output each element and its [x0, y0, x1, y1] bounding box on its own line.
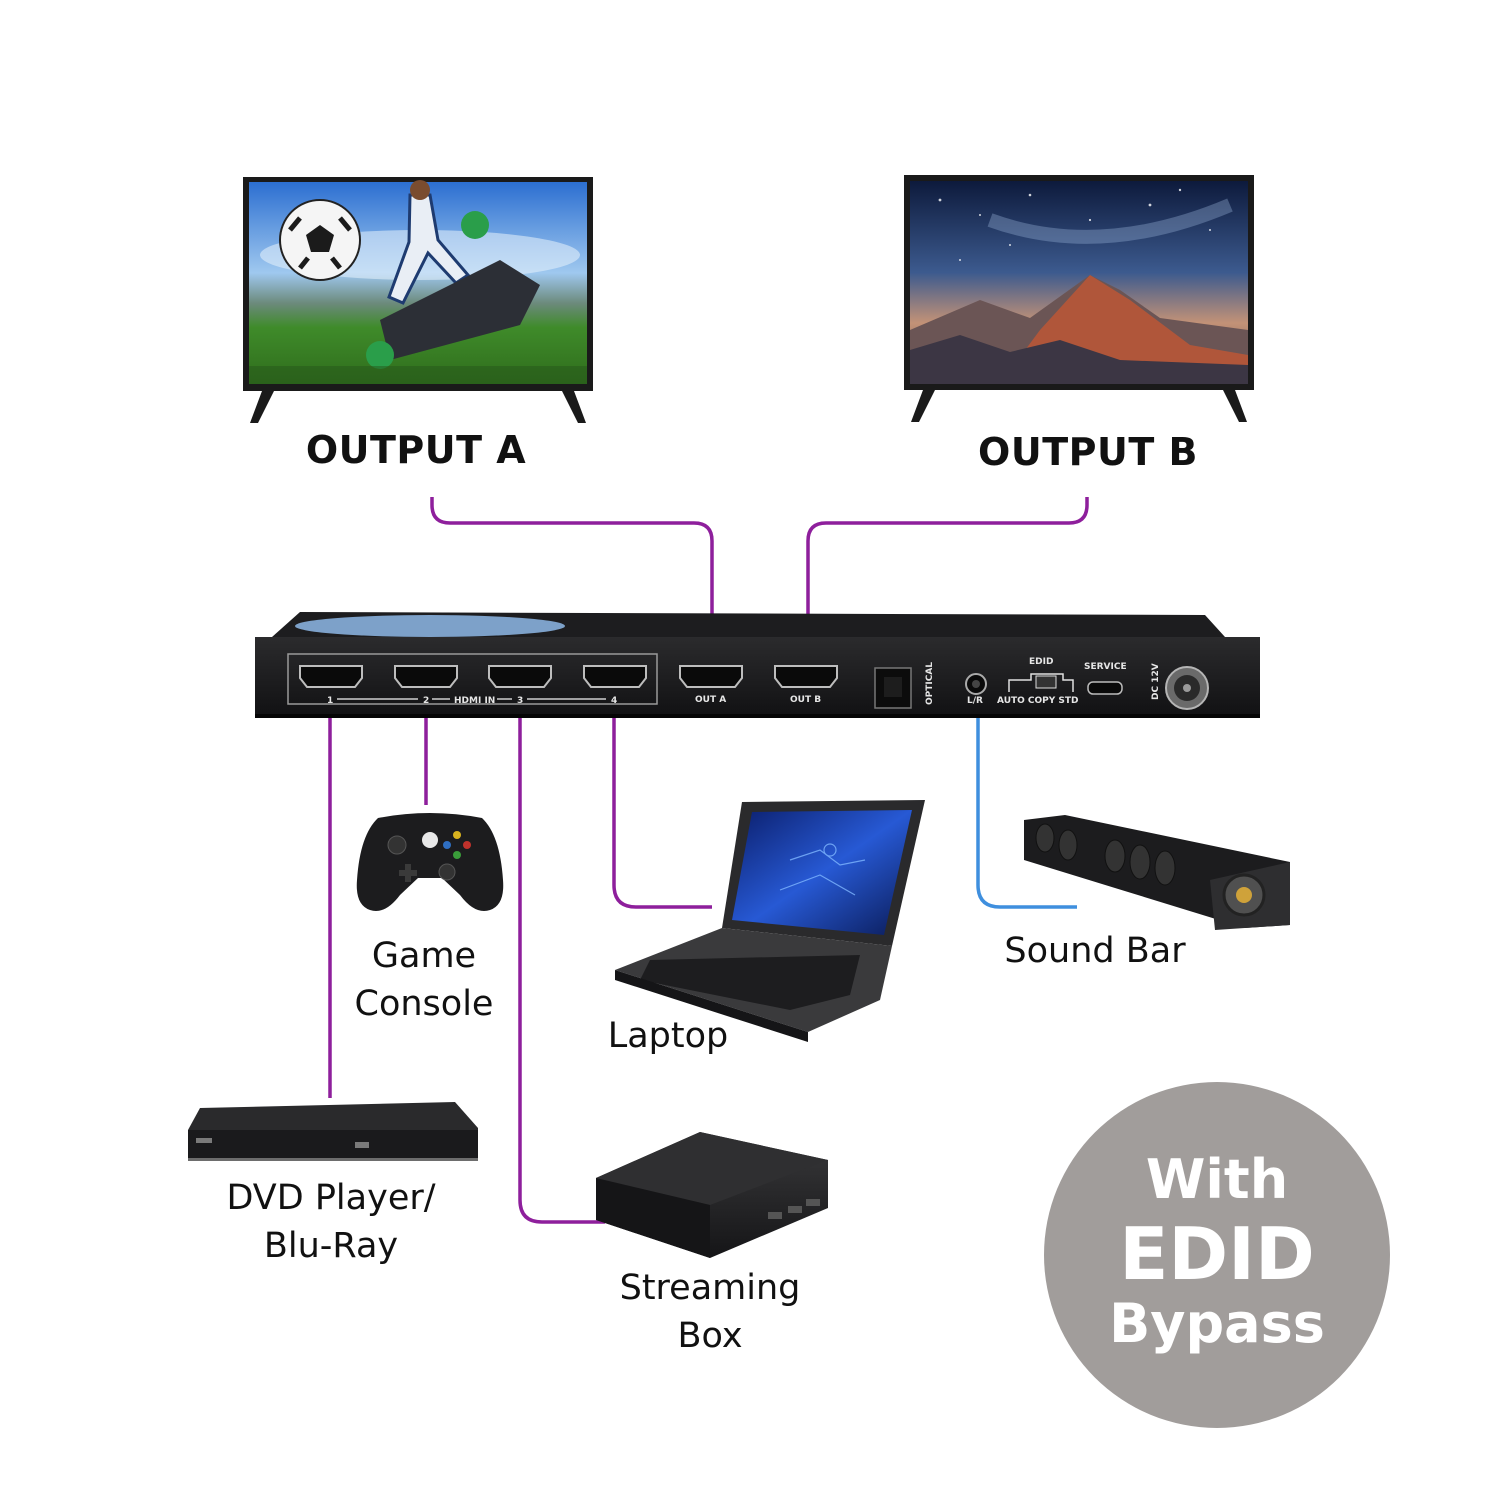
- sound-bar-label: Sound Bar: [1004, 931, 1186, 971]
- tv-output-a: [243, 177, 593, 423]
- out-b-label: OUT B: [790, 695, 821, 705]
- lr-label: L/R: [967, 696, 983, 706]
- streaming-box-label-line2: Box: [677, 1316, 743, 1356]
- optical-label: OPTICAL: [925, 662, 935, 705]
- streaming-box-icon: [596, 1132, 828, 1258]
- port-number-1: 1: [327, 696, 333, 706]
- dvd-player-label-line1: DVD Player/: [226, 1178, 436, 1218]
- hdmi-out-port-b: [774, 665, 838, 688]
- service-label: SERVICE: [1084, 662, 1127, 672]
- hdmi-in-port-1: [299, 665, 363, 688]
- game-controller-icon: [356, 813, 504, 911]
- game-console-label-line1: Game: [371, 936, 477, 976]
- hdmi-in-label: HDMI IN: [454, 696, 495, 706]
- edid-bypass-badge: [1044, 1082, 1390, 1428]
- cable-output-b: [806, 497, 1089, 665]
- hdmi-in-port-4: [583, 665, 647, 688]
- edid-modes-label: AUTO COPY STD: [997, 696, 1079, 706]
- dvd-player-label-line2: Blu-Ray: [263, 1226, 399, 1266]
- sound-bar-icon: [1024, 815, 1290, 930]
- badge-line-edid: EDID: [1119, 1212, 1315, 1296]
- port-number-3: 3: [517, 696, 523, 706]
- output-b-label: OUTPUT B: [978, 430, 1198, 474]
- cable-input-4: [612, 712, 712, 909]
- cable-audio-out: [976, 712, 1077, 909]
- game-console-label-line2: Console: [354, 984, 494, 1024]
- streaming-box-label-line1: Streaming: [619, 1268, 801, 1308]
- out-a-label: OUT A: [695, 695, 726, 705]
- hdmi-in-port-3: [488, 665, 552, 688]
- cable-output-a: [430, 497, 714, 665]
- streaming-box-label: Streaming Box: [590, 1264, 830, 1360]
- service-usb-port: [1087, 681, 1123, 695]
- edid-label: EDID: [1029, 657, 1053, 667]
- port-number-4: 4: [611, 696, 617, 706]
- game-console-label: Game Console: [324, 932, 524, 1028]
- hdmi-cables: [328, 497, 1089, 1224]
- dc-label: DC 12V: [1151, 663, 1161, 700]
- badge-line-bypass: Bypass: [1109, 1292, 1325, 1355]
- edid-dip-switch: [1008, 673, 1074, 692]
- tv-output-b: [904, 175, 1254, 422]
- hdmi-in-port-2: [394, 665, 458, 688]
- hdmi-out-port-a: [679, 665, 743, 688]
- cable-input-3: [518, 712, 605, 1224]
- dvd-player-label: DVD Player/ Blu-Ray: [196, 1174, 466, 1270]
- dc-power-port: [1165, 666, 1209, 710]
- hdmi-input-ports: [299, 665, 838, 688]
- laptop-label: Laptop: [607, 1016, 729, 1056]
- badge-line-with: With: [1145, 1148, 1289, 1211]
- laptop-icon: [615, 800, 925, 1042]
- dvd-player-icon: [188, 1102, 478, 1161]
- port-number-2: 2: [423, 696, 429, 706]
- output-a-label: OUTPUT A: [305, 428, 527, 472]
